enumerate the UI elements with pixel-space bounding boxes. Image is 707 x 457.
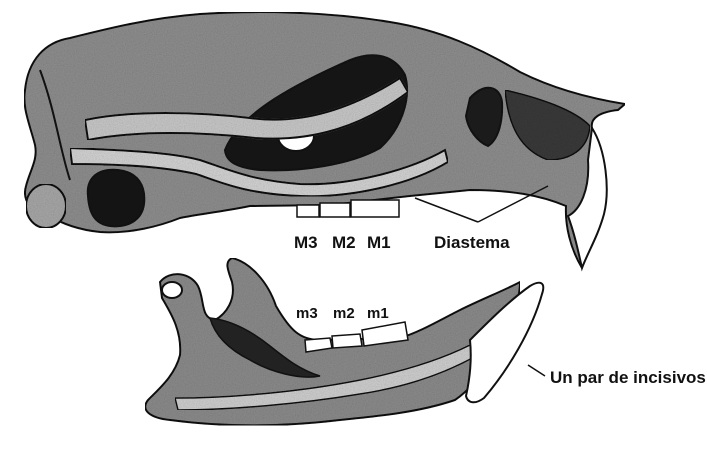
label-lower-molar-m1: m1	[367, 305, 389, 322]
lower-molar-m2-shape	[332, 334, 362, 348]
mandible	[145, 258, 543, 425]
diastema-leader-left	[415, 198, 478, 222]
label-diastema: Diastema	[434, 233, 510, 252]
occipital-cavity	[88, 170, 145, 227]
upper-molar-m3-shape	[297, 205, 319, 217]
upper-molar-m1-shape	[351, 200, 399, 217]
label-incisors: Un par de incisivos	[550, 368, 706, 387]
label-lower-molar-m2: m2	[333, 305, 355, 322]
label-upper-molar-m2: M2	[332, 233, 356, 252]
incisors-leader	[528, 365, 545, 376]
label-upper-molar-m3: M3	[294, 233, 318, 252]
upper-molar-m2-shape	[320, 203, 350, 217]
occipital-condyle	[26, 184, 66, 228]
cranium	[24, 12, 625, 268]
condyle-tip	[162, 282, 182, 298]
label-lower-molar-m3: m3	[296, 305, 318, 322]
label-upper-molar-m1: M1	[367, 233, 391, 252]
